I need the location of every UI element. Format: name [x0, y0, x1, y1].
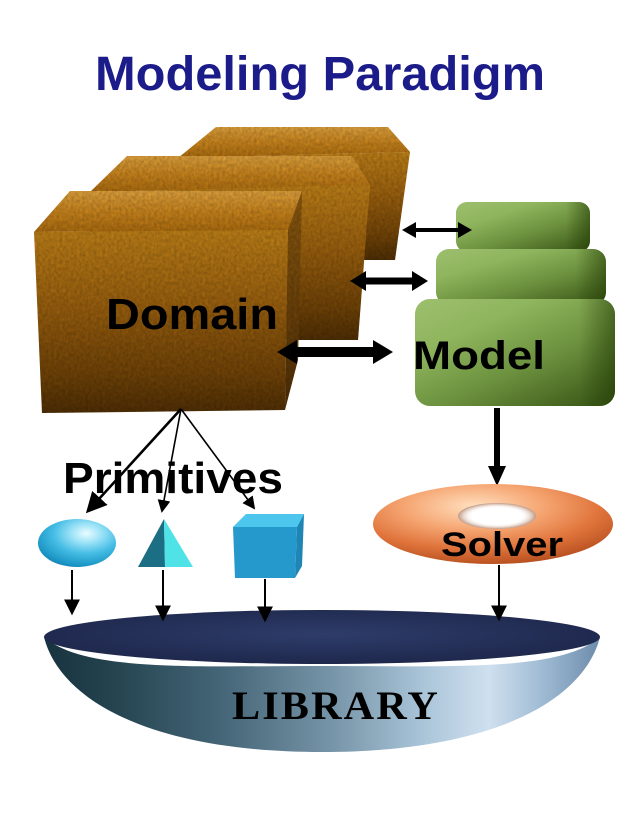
model-solver-arrow	[488, 408, 506, 486]
library-input-arrows	[64, 565, 507, 623]
primitive-sphere	[38, 519, 116, 567]
primitive-cone	[138, 519, 193, 567]
double-arrow-icon	[350, 271, 428, 291]
solver-torus: Solver	[373, 484, 613, 564]
primitives-label: Primitives	[63, 454, 283, 503]
model-box-back	[456, 202, 590, 252]
double-arrow-icon	[402, 222, 472, 238]
arrow-to-cube	[180, 408, 256, 510]
domain-primitives-arrows	[85, 408, 256, 514]
domain-box-front: Domain	[34, 191, 302, 413]
model-label: Model	[413, 334, 545, 378]
primitive-cube	[233, 514, 304, 578]
arrow-to-sphere	[85, 408, 182, 514]
model-box-stack: Model	[413, 202, 615, 406]
domain-model-arrows	[277, 222, 472, 364]
library-label: LIBRARY	[232, 683, 440, 728]
model-box-front: Model	[413, 299, 615, 406]
solver-label: Solver	[441, 526, 563, 564]
arrow-to-cone	[157, 408, 182, 513]
model-box-middle	[436, 249, 606, 305]
page-title: Modeling Paradigm	[95, 48, 545, 101]
domain-label: Domain	[106, 290, 278, 339]
double-arrow-icon	[277, 340, 393, 364]
library-bowl: LIBRARY	[44, 610, 600, 752]
